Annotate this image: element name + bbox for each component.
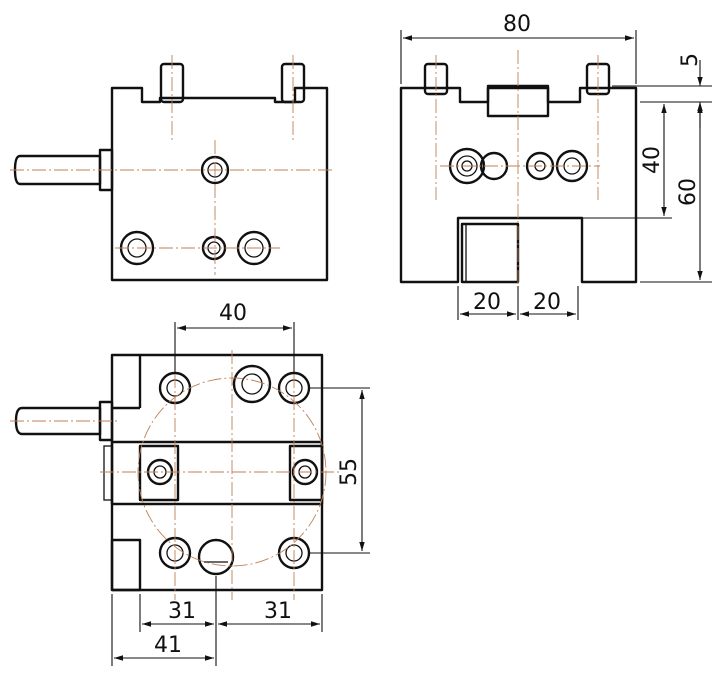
dimension-40-horizontal: 40 [174,301,295,372]
dimension-55: 55 [310,387,370,554]
top-slot-screw [197,538,235,576]
dimension-5: 5 [612,53,712,128]
top-shaft [14,406,102,436]
dimension-60: 60 [640,104,712,283]
dim-label-20-left: 20 [473,290,501,315]
side-view [399,50,638,320]
dim-label-55: 55 [337,458,362,486]
dim-label-60: 60 [676,178,701,206]
dim-label-41: 41 [154,633,182,658]
dim-label-40-vertical: 40 [640,146,665,174]
dim-label-20-right: 20 [533,290,561,315]
side-body [399,86,638,284]
front-shaft [13,154,102,186]
dim-label-31-right: 31 [264,599,292,624]
top-insert-right [288,444,324,502]
dim-label-80: 80 [503,12,531,37]
dimension-40-vertical: 40 [580,101,672,219]
dim-label-40-horizontal: 40 [219,301,247,326]
dimension-80: 80 [400,12,637,84]
top-screw-top [232,364,272,404]
dim-label-5: 5 [678,53,703,67]
top-insert-left [138,444,180,502]
dim-label-31-left: 31 [168,599,196,624]
dimension-20-20: 20 20 [457,286,579,320]
dimension-41: 41 [111,594,217,666]
front-body [110,86,329,282]
dimension-31-31: 31 31 [139,576,323,632]
side-slot-insert [460,222,520,284]
front-view [10,55,335,282]
top-view [10,330,340,600]
